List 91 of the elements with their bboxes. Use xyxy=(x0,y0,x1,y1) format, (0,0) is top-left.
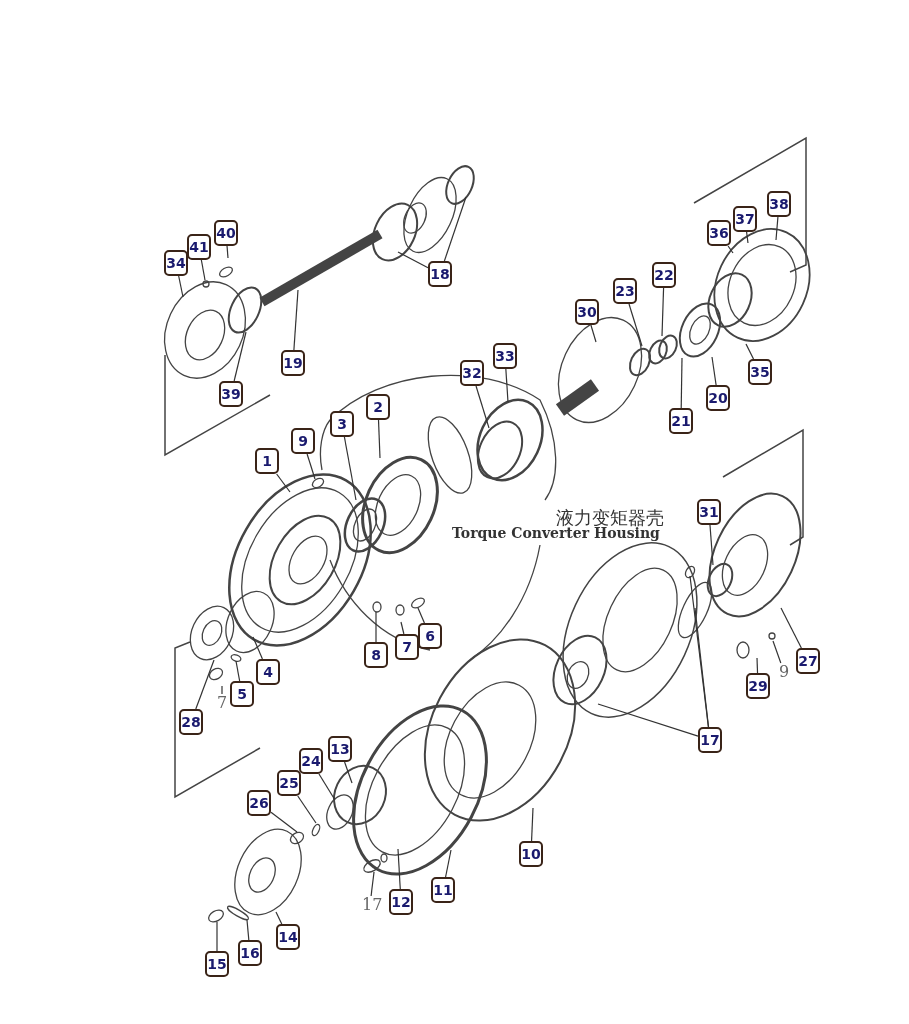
leader-line xyxy=(233,331,247,382)
callout-number: 35 xyxy=(748,359,772,385)
leader-line xyxy=(178,275,184,298)
leader-line xyxy=(276,473,291,493)
leader-line xyxy=(689,575,709,728)
callout-number: 30 xyxy=(575,299,599,325)
leader-line xyxy=(417,607,426,624)
callout-number: 5 xyxy=(230,681,254,707)
callout-number: 14 xyxy=(276,924,300,950)
callout-number: 11 xyxy=(431,877,455,903)
callout-number: 36 xyxy=(707,220,731,246)
callout-number: 9 xyxy=(776,663,792,681)
callout-number: 32 xyxy=(460,360,484,386)
leader-line xyxy=(475,385,490,429)
callout-number: 40 xyxy=(214,220,238,246)
chinese-label: 液力变矩器壳 xyxy=(556,506,664,528)
leader-line xyxy=(445,849,452,878)
leader-line xyxy=(443,196,467,262)
leader-line xyxy=(226,245,229,259)
leader-line xyxy=(727,245,734,254)
callout-number: 25 xyxy=(277,770,301,796)
callout-number: 26 xyxy=(247,790,271,816)
callout-number: 27 xyxy=(796,648,820,674)
leader-line xyxy=(200,259,206,281)
callout-number: 16 xyxy=(238,940,262,966)
callout-number: 7 xyxy=(395,634,419,660)
leader-line xyxy=(297,795,317,824)
leader-line xyxy=(252,636,264,660)
callout-number: 24 xyxy=(299,748,323,774)
leader-line xyxy=(397,251,429,269)
leader-line xyxy=(344,761,353,784)
leader-line xyxy=(746,231,749,244)
leader-line xyxy=(680,357,683,409)
leader-line xyxy=(306,453,316,480)
callout-number: 20 xyxy=(706,385,730,411)
leader-line xyxy=(246,919,250,941)
callout-number: 38 xyxy=(767,191,791,217)
leader-line xyxy=(270,811,298,833)
leader-line xyxy=(400,621,405,635)
leader-line xyxy=(375,611,377,643)
leader-line xyxy=(397,848,401,890)
callout-number: 17 xyxy=(698,727,722,753)
leader-line xyxy=(216,921,218,952)
leader-line xyxy=(711,356,717,386)
callout-number: 28 xyxy=(179,709,203,735)
callout-number: 39 xyxy=(219,381,243,407)
leader-line xyxy=(275,911,283,925)
leader-line xyxy=(505,368,509,403)
callout-number: 31 xyxy=(697,499,721,525)
callout-number: 8 xyxy=(364,642,388,668)
leader-line xyxy=(370,871,375,897)
callout-number: 23 xyxy=(613,278,637,304)
leader-line xyxy=(775,216,779,241)
leader-line xyxy=(530,807,534,842)
callout-number: 22 xyxy=(652,262,676,288)
callout-number: 21 xyxy=(669,408,693,434)
leader-line xyxy=(221,685,223,695)
callout-number: 10 xyxy=(519,841,543,867)
callout-number: 4 xyxy=(256,659,280,685)
leader-line xyxy=(343,436,357,501)
callout-number: 37 xyxy=(733,206,757,232)
leader-line xyxy=(756,657,759,674)
callout-number: 2 xyxy=(366,394,390,420)
leader-line xyxy=(293,289,299,351)
callout-number: 29 xyxy=(746,673,770,699)
leader-line xyxy=(745,343,755,360)
callout-number: 19 xyxy=(281,350,305,376)
callout-number: 15 xyxy=(205,951,229,977)
leader-line xyxy=(590,324,597,343)
leader-line xyxy=(661,287,665,337)
leader-line xyxy=(318,773,336,801)
callout-number: 6 xyxy=(418,623,442,649)
callout-number: 1 xyxy=(255,448,279,474)
leader-line xyxy=(235,660,241,682)
leader-line xyxy=(709,524,714,566)
leader-line xyxy=(772,640,782,664)
callout-number: 34 xyxy=(164,250,188,276)
callout-number: 3 xyxy=(330,411,354,437)
callout-number: 12 xyxy=(389,889,413,915)
leader-line xyxy=(780,607,802,649)
leader-line xyxy=(195,659,215,710)
caption-text: Torque Converter Housing xyxy=(452,525,660,541)
callout-number: 7 xyxy=(214,694,230,712)
callout-number: 18 xyxy=(428,261,452,287)
callout-number: 33 xyxy=(493,343,517,369)
callout-number: 41 xyxy=(187,234,211,260)
callout-number: 13 xyxy=(328,736,352,762)
callout-number: 9 xyxy=(291,428,315,454)
leader-line xyxy=(628,303,643,347)
leader-line xyxy=(597,703,699,737)
leader-line xyxy=(377,419,381,459)
